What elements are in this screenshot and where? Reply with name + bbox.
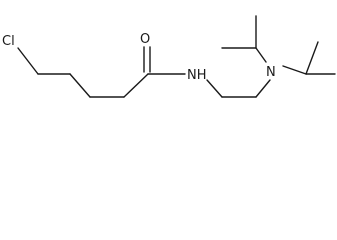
bond-nh-ch2: [206, 79, 223, 98]
oxygen-label: O: [140, 32, 150, 47]
bond-ch2-n: [255, 79, 271, 98]
bond-iprc2-me3: [305, 41, 319, 75]
structure-canvas: Cl O NH N: [0, 0, 337, 110]
chlorine-label: Cl: [2, 34, 15, 49]
amine-nitrogen-label: N: [266, 65, 276, 80]
structural-formula: Cl O NH N: [2, 15, 336, 98]
bond-c4-c3: [69, 73, 91, 98]
bond-n-iprc1: [255, 47, 267, 63]
bond-n-iprc2: [282, 65, 307, 75]
bond-cl-c5: [17, 47, 39, 75]
bond-c2-c1: [123, 73, 149, 98]
amide-nitrogen-label: NH: [187, 68, 207, 83]
